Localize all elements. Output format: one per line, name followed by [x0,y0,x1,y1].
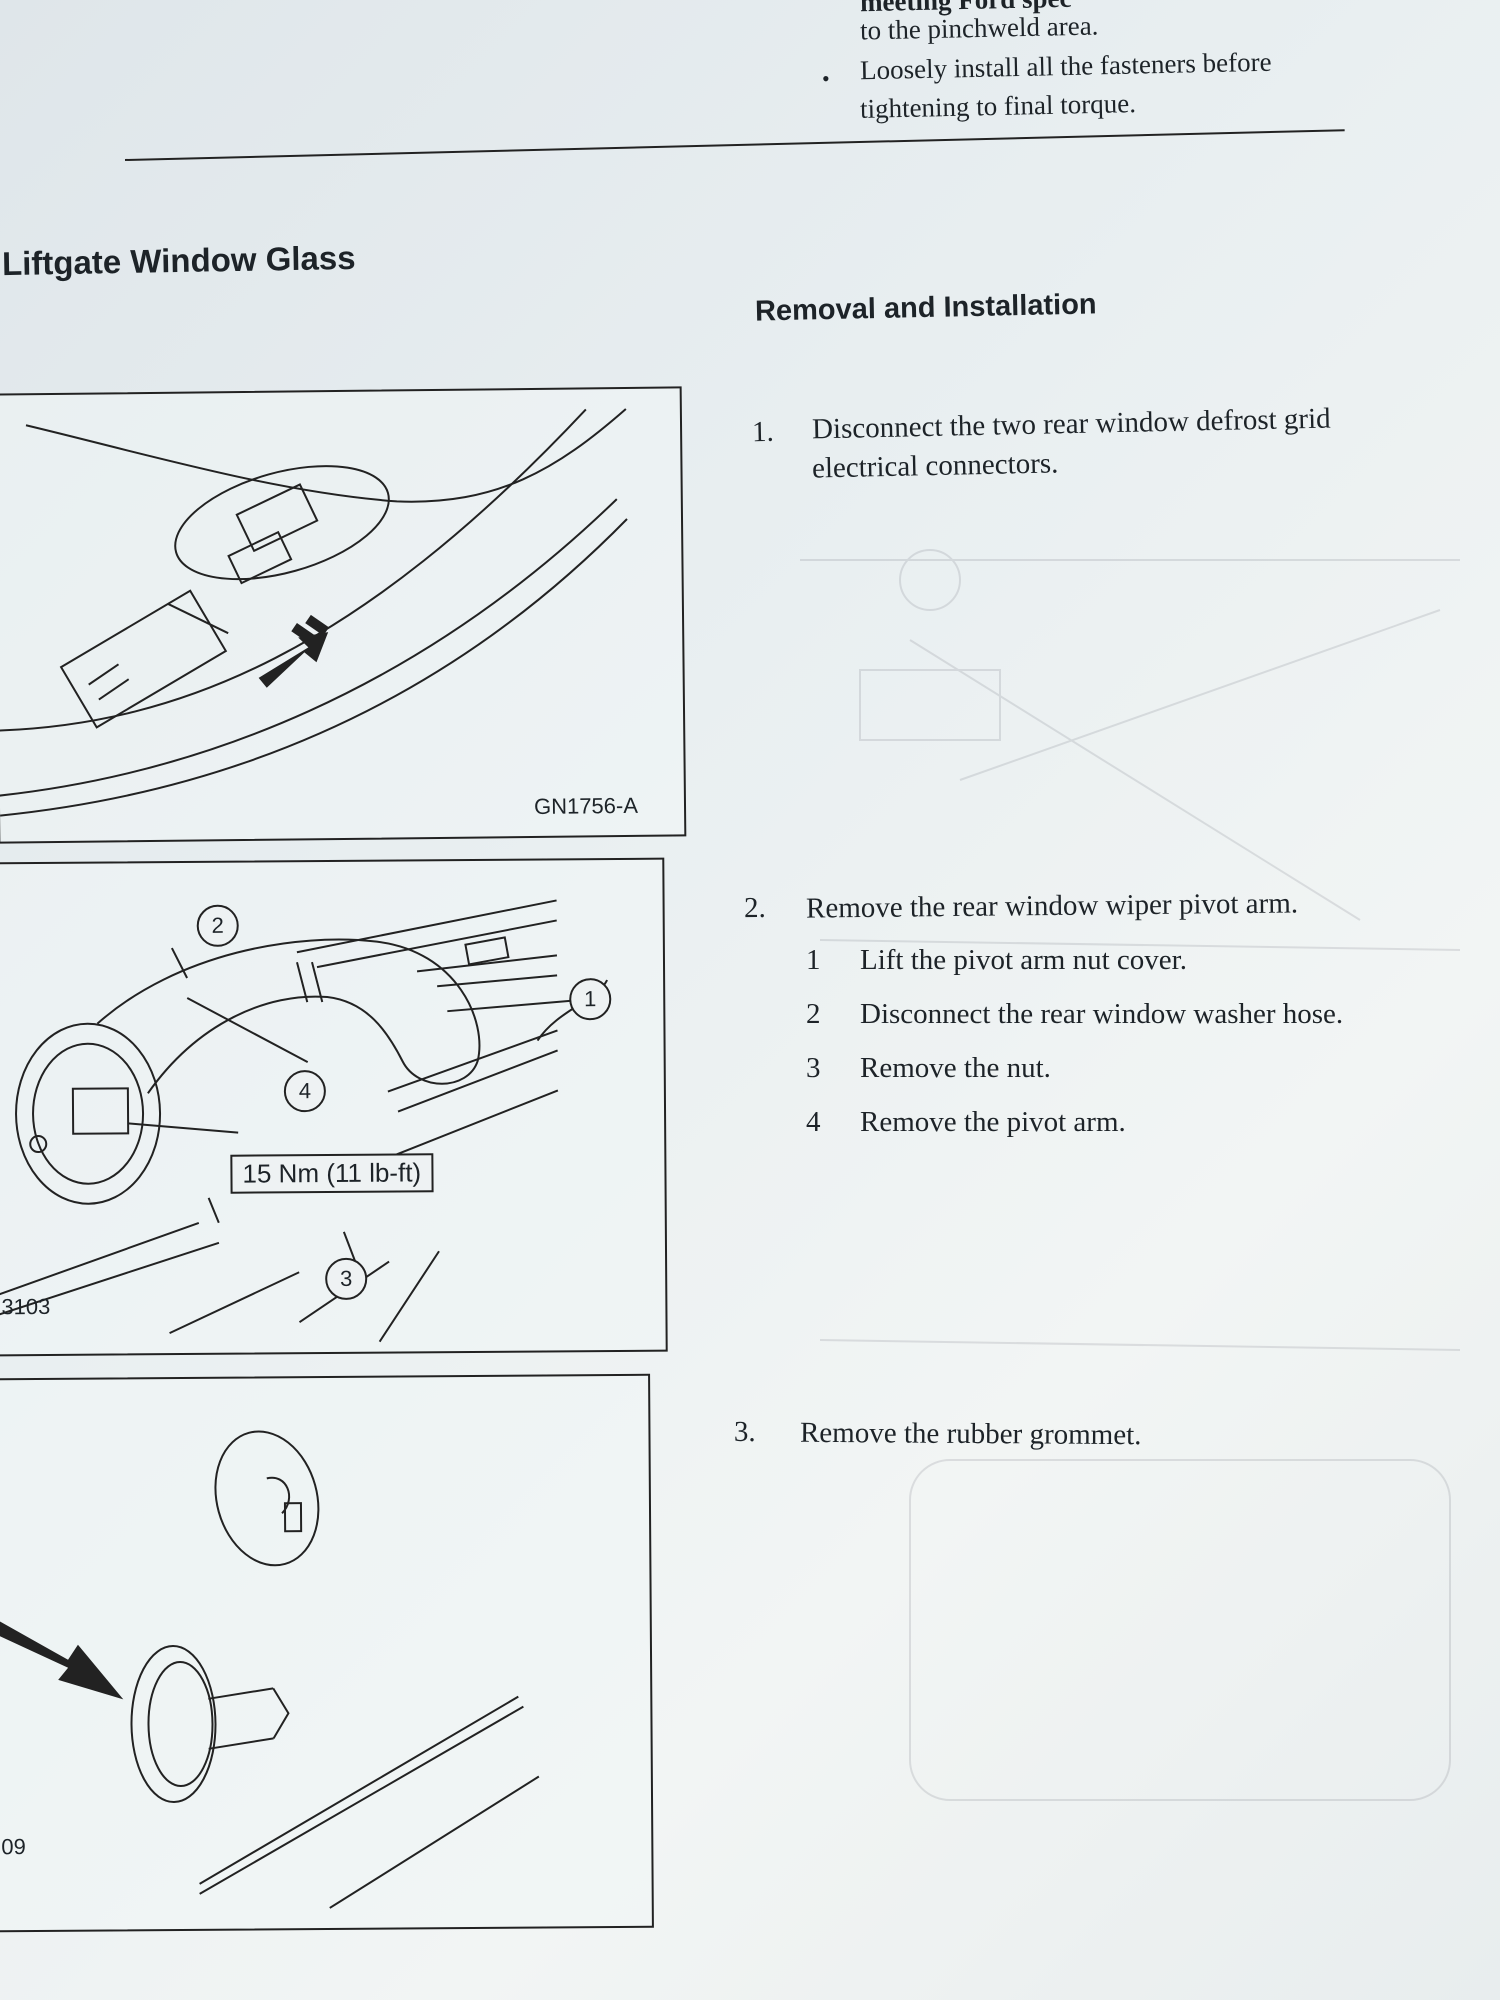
callout-1: 1 [569,978,612,1021]
torque-spec-label: 15 Nm (11 lb-ft) [230,1153,434,1194]
substep-3-text: Remove the nut. [860,1052,1051,1084]
substep-2-text: Disconnect the rear window washer hose. [860,998,1344,1030]
figure-2-id: 3103 [1,1293,51,1320]
bullet-text-2: tightening to final torque. [859,88,1137,124]
bleed-through-background [800,549,1461,1801]
substep-3-number: 3 [806,1052,821,1084]
top-line-text: to the pinchweld area. [859,10,1099,46]
figure-1-id: GN1756-A [533,792,639,819]
section-divider [124,129,1345,161]
step-1-text-line1: Disconnect the two rear window defrost g… [811,402,1331,446]
figure-3-id: 09 [1,1834,26,1860]
figure-1-defrost-connectors: GN1756-A [0,386,687,844]
step-1-number: 1. [751,415,775,449]
subsection-title: Removal and Installation [754,288,1097,328]
bullet-dot: • [822,66,830,91]
substep-4-text: Remove the pivot arm. [860,1106,1126,1138]
substep-1-number: 1 [806,944,821,976]
callout-3: 3 [325,1257,368,1301]
step-1-text-line2: electrical connectors. [811,447,1059,485]
section-title: Liftgate Window Glass [1,238,356,283]
defrost-connector-illustration [0,408,628,817]
bullet-text-1: Loosely install all the fasteners before [859,46,1272,86]
step-3-number: 3. [733,1415,756,1449]
substep-1-text: Lift the pivot arm nut cover. [860,944,1187,976]
callout-2: 2 [196,904,239,947]
arrow-indicator [258,632,329,688]
figure-2-wiper-pivot-arm: 2 1 4 15 Nm (11 lb-ft) 3 3103 [0,857,668,1357]
substep-2-number: 2 [806,998,821,1030]
figure-3-rubber-grommet: 09 [0,1373,654,1933]
substep-4-number: 4 [806,1106,821,1138]
arrow-indicator-grommet [0,1620,124,1700]
callout-4: 4 [283,1070,327,1113]
rubber-grommet-illustration [0,1430,540,1909]
